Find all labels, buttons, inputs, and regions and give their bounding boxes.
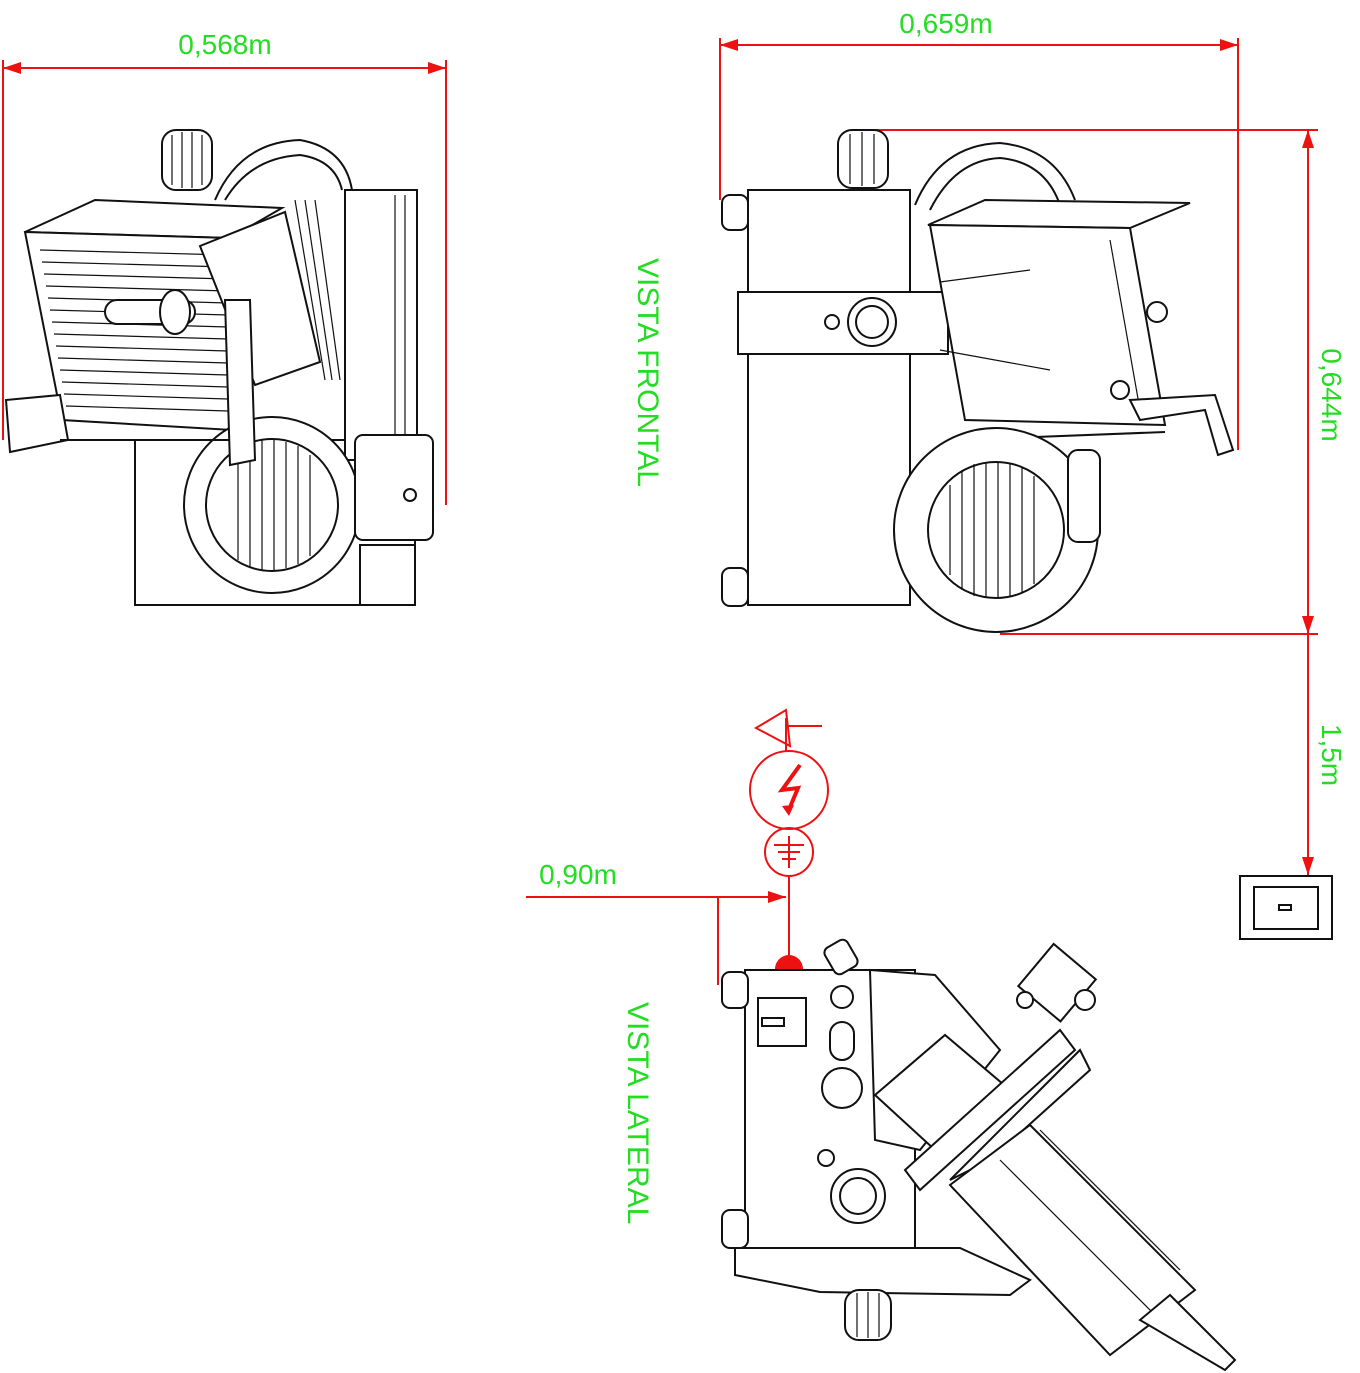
machine-view-lateral xyxy=(721,938,1237,1372)
dim-height-outlet-label: 1,5m xyxy=(1316,724,1347,786)
dim-distance-outlet-label: 0,90m xyxy=(539,859,617,890)
dim-width-right: 0,659m xyxy=(719,8,1239,450)
dim-height-machine-label: 0,644m xyxy=(1316,348,1347,441)
wall-outlet-icon xyxy=(1239,875,1333,940)
pipe-connection-icon xyxy=(753,708,822,752)
ground-symbol-icon xyxy=(764,827,814,960)
dim-height-outlet: 1,5m xyxy=(1302,634,1347,875)
view-label-frontal: VISTA FRONTAL xyxy=(631,258,664,487)
electrical-hazard-icon xyxy=(749,750,829,830)
dim-width-left-label: 0,568m xyxy=(178,29,271,60)
dim-width-left: 0,568m xyxy=(2,29,447,505)
dim-distance-outlet: 0,90m xyxy=(526,859,786,985)
dim-width-right-label: 0,659m xyxy=(899,8,992,39)
view-label-lateral: VISTA LATERAL xyxy=(621,1002,654,1224)
machine-view-frontal xyxy=(721,129,1235,633)
machine-view-left xyxy=(4,129,434,606)
dim-height-machine: 0,644m xyxy=(870,129,1347,635)
